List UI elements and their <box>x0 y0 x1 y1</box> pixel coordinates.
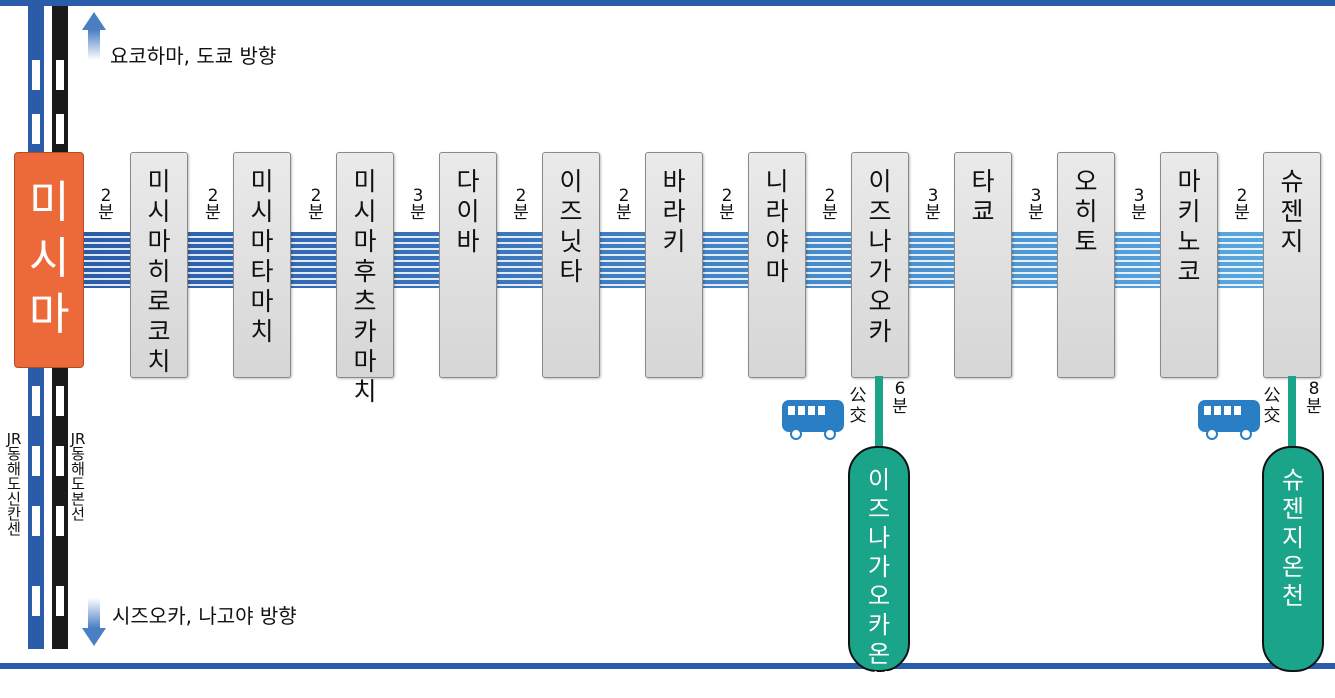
station: 타쿄 <box>954 152 1012 378</box>
station: 이즈닛타 <box>542 152 600 378</box>
station-name: 이즈닛타 <box>559 167 583 286</box>
bottom-border <box>0 663 1335 669</box>
station-name: 이즈나가오카 <box>868 167 892 346</box>
station-name: 미시마타마치 <box>250 167 274 346</box>
station: 미시마타마치 <box>233 152 291 378</box>
station-name: 마키노코 <box>1177 167 1201 286</box>
station-name: 타쿄 <box>971 167 995 226</box>
station: 바라키 <box>645 152 703 378</box>
station-name: 니라야마 <box>765 167 789 286</box>
top-border <box>0 0 1335 6</box>
station: 마키노코 <box>1160 152 1218 378</box>
arrow-down-icon-stem <box>88 598 100 628</box>
bus-icon <box>1198 400 1260 440</box>
station-mishima: 미시마 <box>14 152 84 368</box>
terminal-shuzenji-onsen: 슈젠지 온천 <box>1262 446 1324 672</box>
station: 이즈나가오카 <box>851 152 909 378</box>
honsen-label: JR동해도 본선 <box>70 430 86 523</box>
station-name: 다이바 <box>456 167 480 256</box>
branch-line-shuzenji <box>1288 376 1296 450</box>
terminal-name: 이즈나가오카 온천 <box>867 466 891 697</box>
station: 미시마히로코치 <box>130 152 188 378</box>
station: 오히토 <box>1057 152 1115 378</box>
shinkansen-label: JR동해도 신칸센 <box>6 430 22 538</box>
arrow-up-icon-stem <box>88 30 100 60</box>
station-name: 오히토 <box>1074 167 1098 256</box>
branch-line-nagaoka <box>875 376 883 450</box>
terminal-nagaoka-onsen: 이즈나가오카 온천 <box>848 446 910 697</box>
bus-label: 公交 <box>849 386 867 426</box>
terminal-name: 슈젠지 온천 <box>1281 466 1305 610</box>
bus-icon <box>782 400 844 440</box>
station-name: 미시마후츠카마치 <box>353 167 377 406</box>
bus-label: 公交 <box>1263 386 1281 426</box>
station-name: 미시마히로코치 <box>147 167 171 376</box>
station-name: 슈젠지 <box>1280 167 1304 256</box>
station: 미시마후츠카마치 <box>336 152 394 406</box>
north-direction: 요코하마, 도쿄 방향 <box>110 44 277 68</box>
arrow-up-icon <box>82 12 106 30</box>
station: 니라야마 <box>748 152 806 378</box>
station: 다이바 <box>439 152 497 378</box>
south-direction: 시즈오카, 나고야 방향 <box>112 604 297 628</box>
station-name: 미시마 <box>29 177 70 340</box>
station: 슈젠지 <box>1263 152 1321 378</box>
arrow-down-icon <box>82 628 106 646</box>
station-name: 바라키 <box>662 167 686 256</box>
